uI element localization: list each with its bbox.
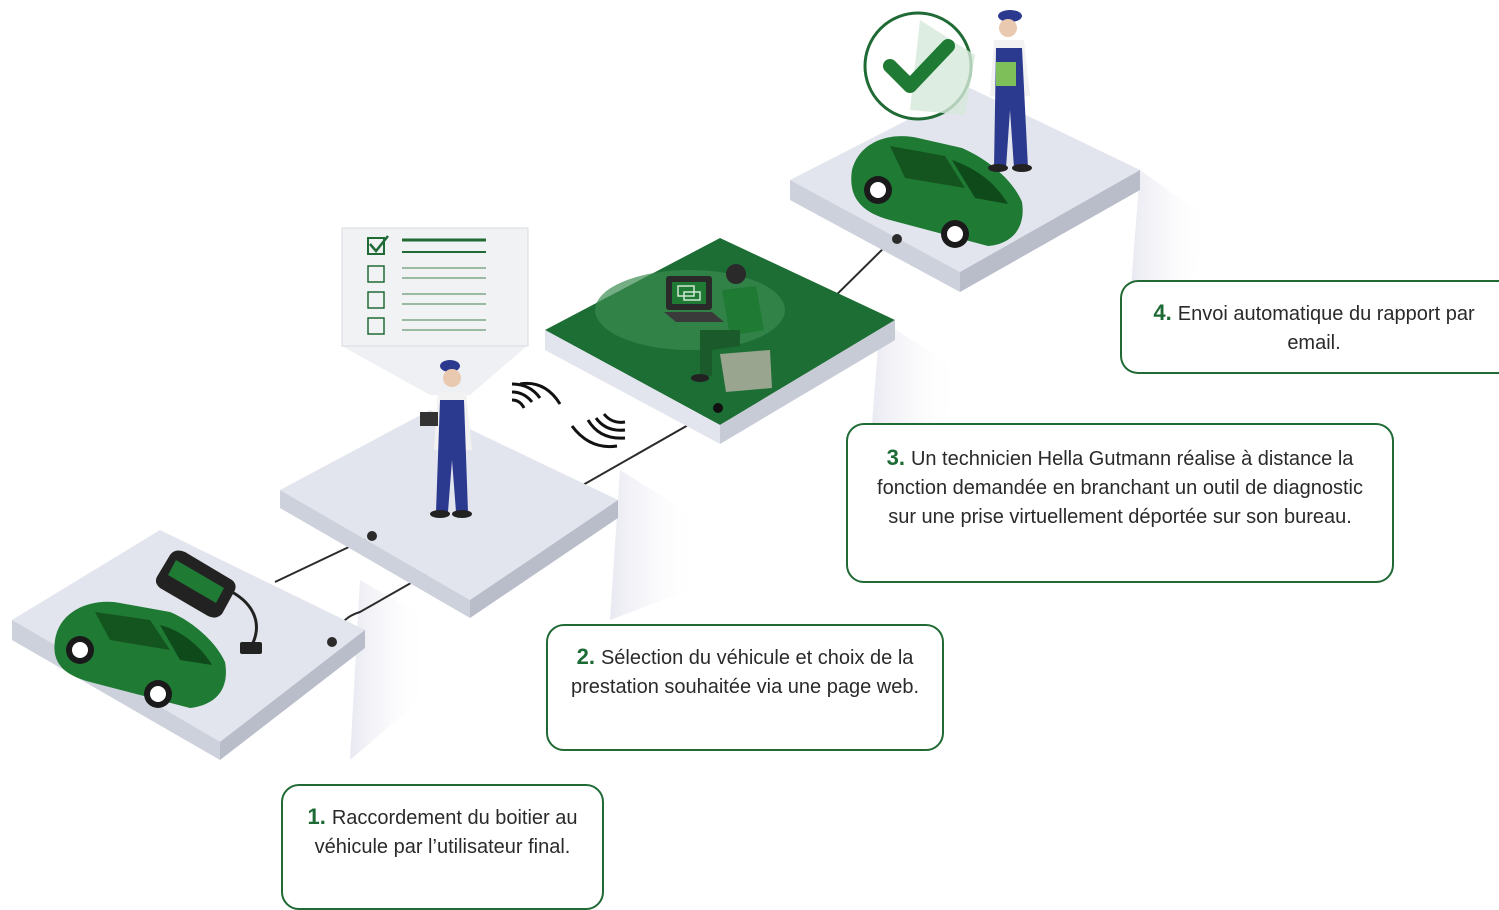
step-2-text: Sélection du véhicule et choix de la pre… (570, 647, 920, 698)
step-4-callout: 4.Envoi automatique du rapport par email… (1120, 280, 1499, 374)
step-4-number: 4. (1153, 300, 1172, 325)
checklist-icon (340, 227, 529, 395)
platform-3-shadow (870, 320, 960, 450)
step-3-text: Un technicien Hella Gutmann réalise à di… (877, 448, 1363, 528)
inspector-icon (988, 10, 1032, 172)
step-3-number: 3. (886, 445, 905, 470)
platform-1-shadow (350, 580, 430, 760)
step-1-callout: 1.Raccordement du boitier au véhicule pa… (281, 784, 604, 910)
car-icon (851, 136, 1023, 248)
step-1-number: 1. (307, 804, 326, 829)
step-2-number: 2. (576, 644, 595, 669)
step-4-text: Envoi automatique du rapport par email. (1177, 303, 1475, 354)
step-1-text: Raccordement du boitier au véhicule par … (314, 807, 578, 858)
wifi-signal-icon (511, 381, 626, 449)
obd-dongle-icon (155, 550, 262, 654)
technician-icon (420, 360, 472, 518)
step-3-callout: 3.Un technicien Hella Gutmann réalise à … (846, 423, 1394, 583)
platform-4-shadow (1130, 170, 1210, 300)
car-icon (54, 601, 226, 708)
technician-icon (691, 264, 772, 392)
platform-2 (280, 410, 618, 618)
step-2-callout: 2.Sélection du véhicule et choix de la p… (546, 624, 944, 751)
laptop-icon (664, 276, 724, 322)
check-circle-icon (863, 11, 975, 121)
platform-2-shadow (610, 470, 700, 620)
